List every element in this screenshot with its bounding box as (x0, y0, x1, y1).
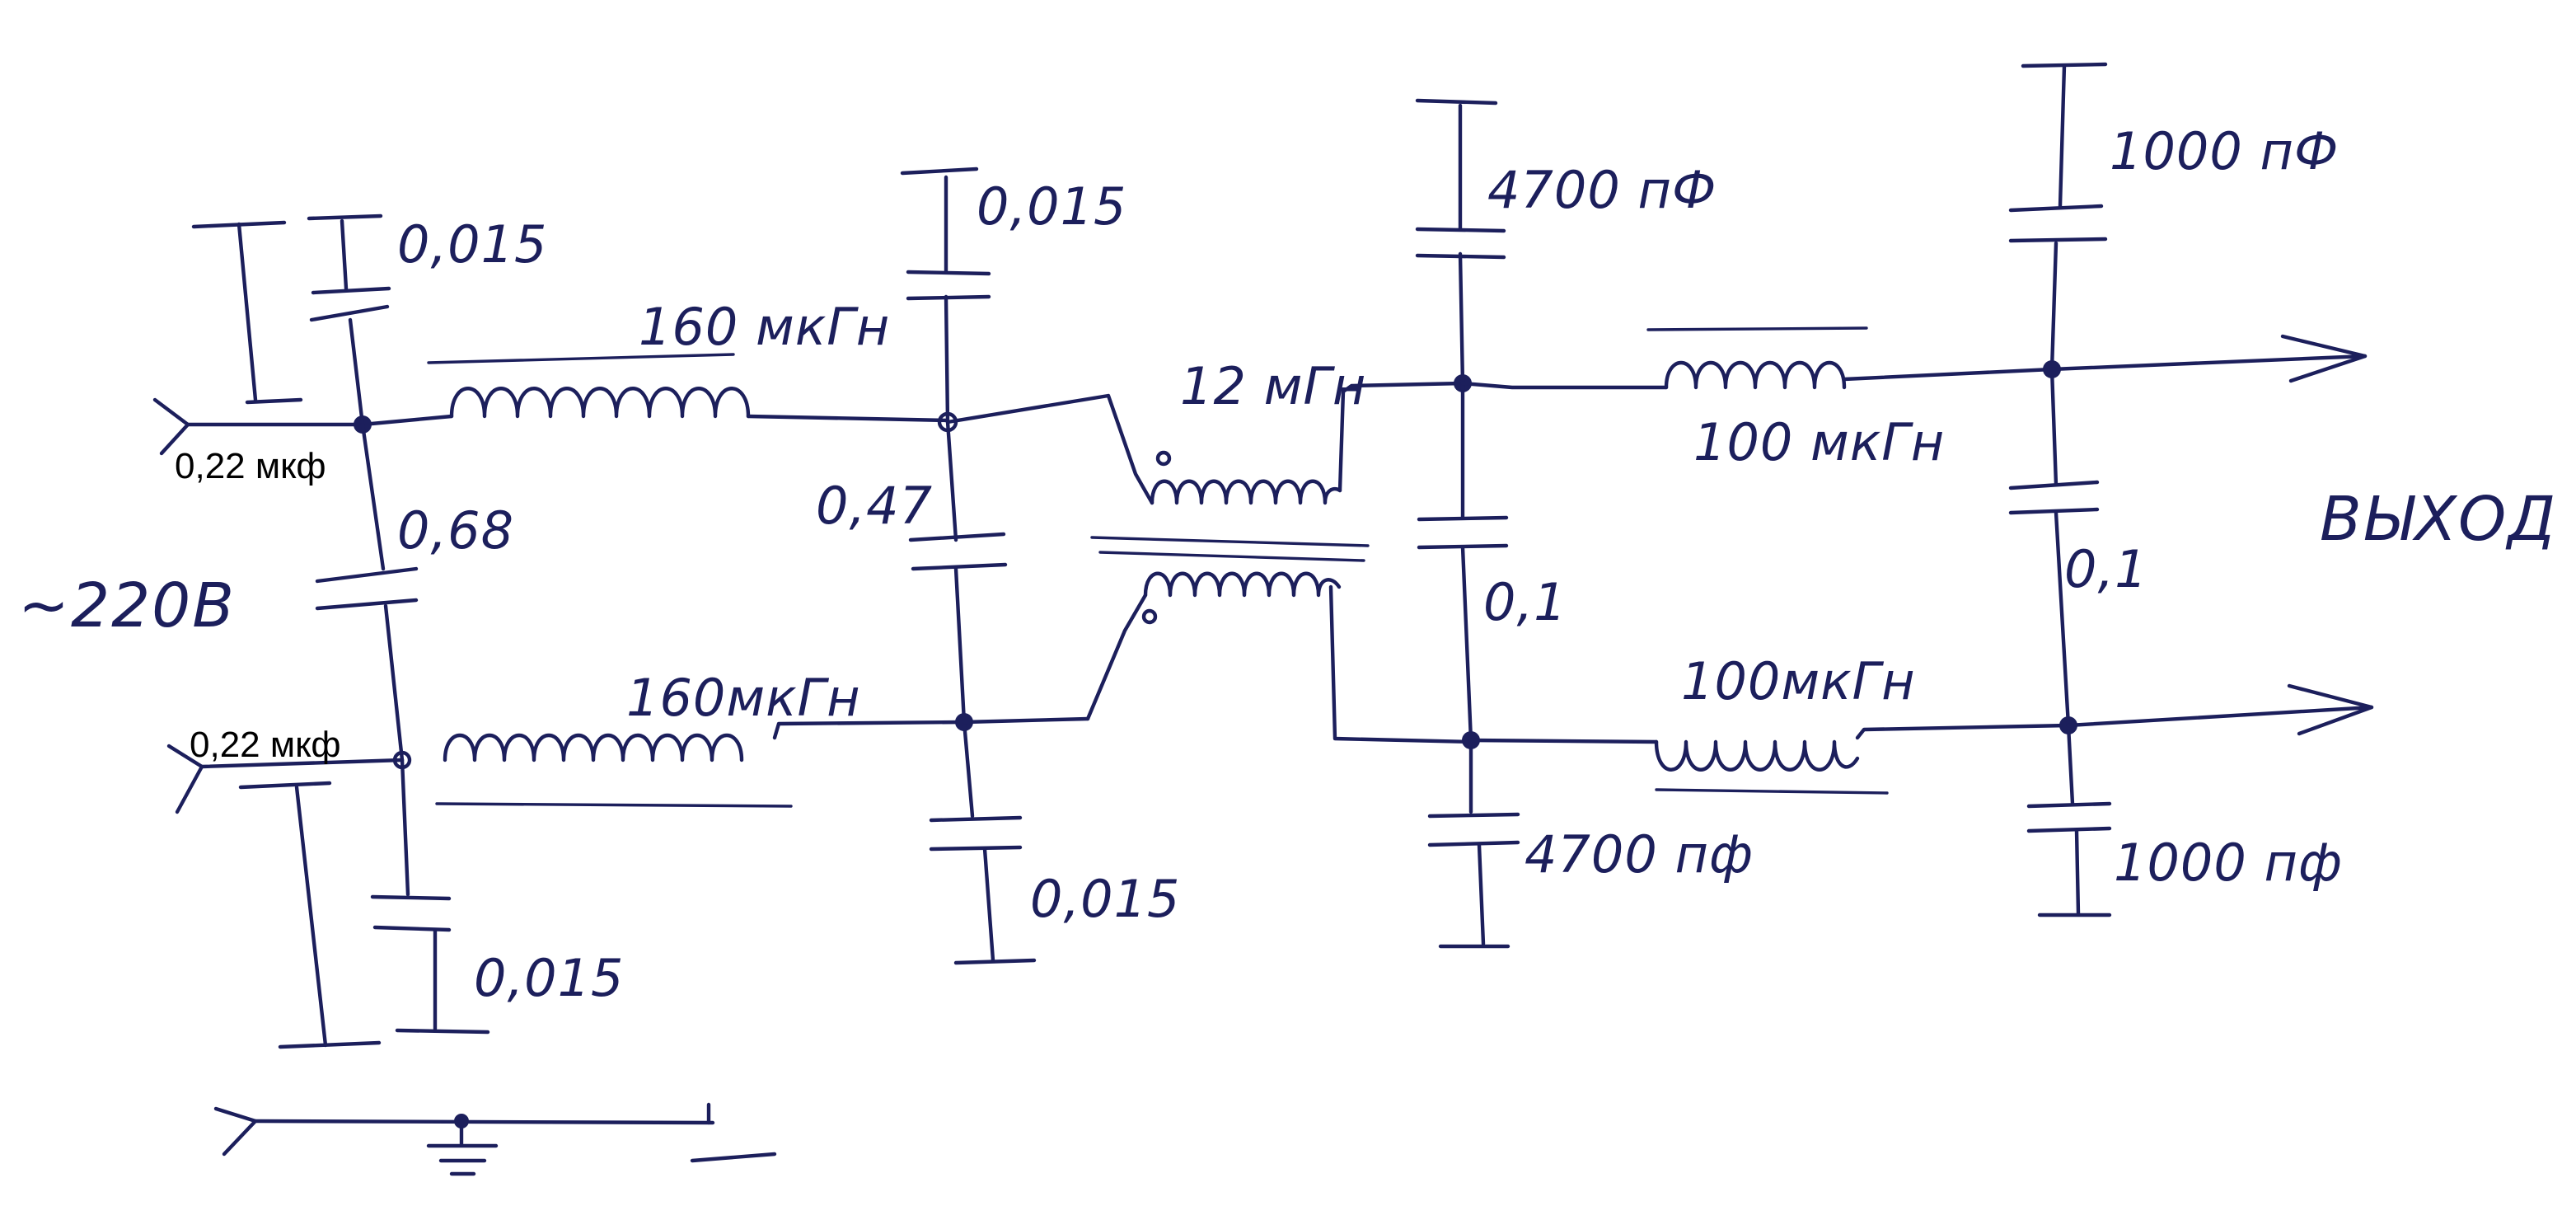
label-output: ВЫХОД (2320, 484, 2557, 555)
label-l1-top: 160 мкГн (639, 297, 890, 357)
label-choke: 12 мГн (1180, 356, 1366, 416)
top-rail-input (185, 414, 454, 427)
ground-line (253, 1102, 777, 1176)
label-c3-mid: 0,1 (1483, 572, 1567, 632)
choke-12mh (945, 381, 1473, 744)
bracket-top-022 (191, 220, 303, 405)
bracket-bottom-022 (238, 781, 382, 1049)
label-c3-bot: 4700 пф (1525, 824, 1754, 884)
capacitor-c2-mid (908, 420, 1008, 725)
capacitor-in-bottom (370, 758, 490, 1035)
capacitor-c3-bottom (1427, 738, 1520, 949)
label-l2-bot: 100мкГн (1681, 651, 1916, 711)
label-c4-top: 1000 пФ (2110, 121, 2339, 181)
label-c-in-mid: 0,68 (397, 500, 514, 561)
capacitor-in-top (307, 214, 391, 427)
capacitor-in-mid (315, 422, 419, 762)
capacitor-c2-top (900, 167, 991, 425)
label-l1-bot: 160мкГн (626, 668, 861, 728)
inductor-l1-bottom (435, 720, 967, 808)
label-c3-top: 4700 пФ (1487, 160, 1717, 220)
label-c4-mid: 0,1 (2064, 539, 2148, 599)
output-arrows (2049, 334, 2374, 736)
inductor-l2-top (1460, 326, 2054, 390)
capacitor-c4-top (2008, 62, 2108, 372)
label-c-in-top: 0,015 (397, 214, 548, 274)
inductor-l2-bottom (1468, 723, 2071, 795)
inductor-l1-top (427, 353, 950, 423)
capacitor-c4-bottom (2026, 723, 2112, 917)
label-c-in-bot-side: 0,22 мкф (190, 725, 341, 765)
label-c4-bot: 1000 пф (2114, 833, 2343, 893)
input-terminals (152, 397, 258, 1157)
capacitor-c4-mid (2008, 367, 2100, 728)
label-l2-top: 100 мкГн (1693, 412, 1945, 472)
label-c2-top: 0,015 (977, 176, 1127, 237)
bottom-rail-input (199, 758, 405, 769)
label-c-in-top-side: 0,22 мкф (175, 446, 326, 486)
label-input-voltage: ~220В (18, 570, 236, 641)
capacitor-c2-bottom (929, 720, 1037, 965)
capacitor-c3-mid (1417, 381, 1509, 743)
label-c-in-bot: 0,015 (474, 948, 625, 1008)
label-c2-mid: 0,47 (816, 476, 933, 536)
label-c2-bot: 0,015 (1030, 869, 1181, 929)
capacitor-c3-top (1415, 98, 1506, 386)
